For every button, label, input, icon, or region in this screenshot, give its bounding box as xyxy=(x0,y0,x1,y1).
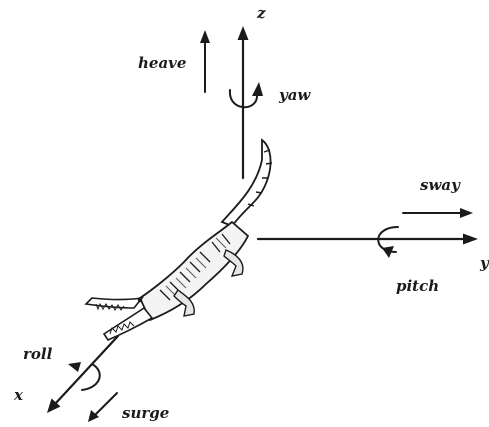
surge-arrow xyxy=(88,393,117,422)
pitch-rotation-arrow xyxy=(378,227,398,258)
yaw-rotation-arrow xyxy=(230,82,263,107)
z-axis xyxy=(238,26,249,178)
surge-label: surge xyxy=(122,404,169,422)
heave-label: heave xyxy=(138,54,186,72)
sway-label: sway xyxy=(420,176,461,194)
z-axis-label: z xyxy=(256,4,266,22)
sway-arrow xyxy=(403,208,473,218)
crocodile-icon xyxy=(86,140,272,340)
yaw-label: yaw xyxy=(278,86,311,104)
heave-arrow xyxy=(200,30,210,92)
y-axis xyxy=(258,234,478,245)
pitch-label: pitch xyxy=(396,277,439,295)
roll-label: roll xyxy=(23,345,53,363)
y-axis-label: y xyxy=(479,254,489,272)
x-axis-label: x xyxy=(13,386,24,404)
